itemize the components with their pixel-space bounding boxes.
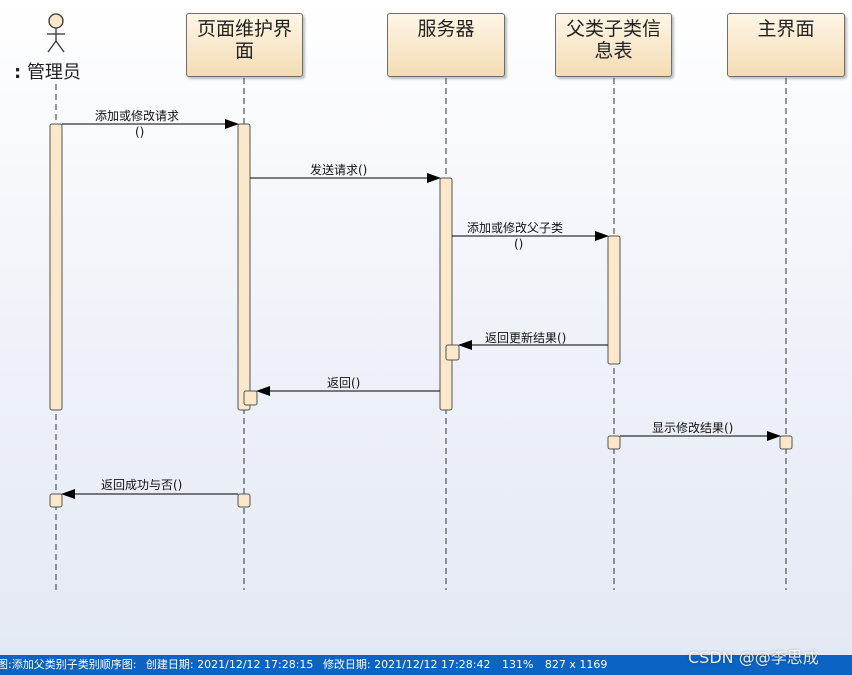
participant-page[interactable]: 页面维护界 面: [186, 13, 303, 77]
activation-table: [607, 235, 621, 365]
message-4-label[interactable]: 返回更新结果(): [485, 331, 567, 345]
activation-main: [779, 435, 793, 450]
participant-main-label: 主界面: [757, 18, 815, 40]
activations: [49, 123, 793, 508]
status-diagram-name: 图:添加父类别子类别顺序图:: [0, 658, 137, 671]
activation-actor: [49, 123, 63, 411]
participant-table-label-2: 息表: [594, 40, 633, 62]
watermark: CSDN @@李思成: [688, 648, 819, 667]
message-5-label[interactable]: 返回(): [327, 376, 361, 390]
participant-server-label: 服务器: [417, 18, 475, 40]
activation-server: [439, 177, 453, 411]
message-3-label[interactable]: 添加或修改父子类: [467, 221, 564, 235]
message-6-label[interactable]: 显示修改结果(): [652, 421, 734, 435]
lifelines: [55, 78, 787, 590]
participant-main[interactable]: 主界面: [727, 13, 845, 77]
messages: [61, 119, 781, 499]
activation-page-return: [243, 390, 258, 406]
participant-table[interactable]: 父类子类信 息表: [555, 13, 672, 77]
sequence-diagram: [47, 13, 793, 590]
activation-table-short: [607, 435, 621, 450]
activation-actor-short: [49, 493, 63, 508]
message-3-sub: (): [514, 237, 524, 251]
actor-label[interactable]: : 管理员: [14, 58, 81, 84]
message-1-sub: (): [135, 125, 145, 139]
status-bar: 图:添加父类别子类别顺序图: 创建日期: 2021/12/12 17:28:15…: [0, 655, 852, 675]
status-zoom: 131%: [501, 658, 534, 671]
activation-page: [237, 123, 251, 411]
message-7-label[interactable]: 返回成功与否(): [101, 478, 183, 492]
status-page-size: 827 x 1169: [544, 658, 608, 671]
message-1-label[interactable]: 添加或修改请求: [95, 109, 180, 123]
participant-server[interactable]: 服务器: [387, 13, 505, 77]
diagram-canvas: 页面维护界 面 服务器 父类子类信 息表 主界面 : 管理员 添加或修改请求 (…: [0, 0, 852, 655]
status-created: 创建日期: 2021/12/12 17:28:15: [145, 658, 314, 671]
participant-page-label-2: 面: [234, 40, 254, 62]
participant-table-label-1: 父类子类信: [565, 18, 661, 40]
activation-page-short: [237, 493, 251, 508]
actor-name: 管理员: [26, 62, 81, 83]
status-modified: 修改日期: 2021/12/12 17:28:42: [322, 658, 491, 671]
actor-icon[interactable]: [47, 13, 65, 53]
participant-page-label-1: 页面维护界: [196, 18, 292, 40]
activation-server-return: [445, 344, 460, 361]
message-2-label[interactable]: 发送请求(): [310, 163, 368, 177]
actor-prefix: :: [14, 62, 22, 83]
